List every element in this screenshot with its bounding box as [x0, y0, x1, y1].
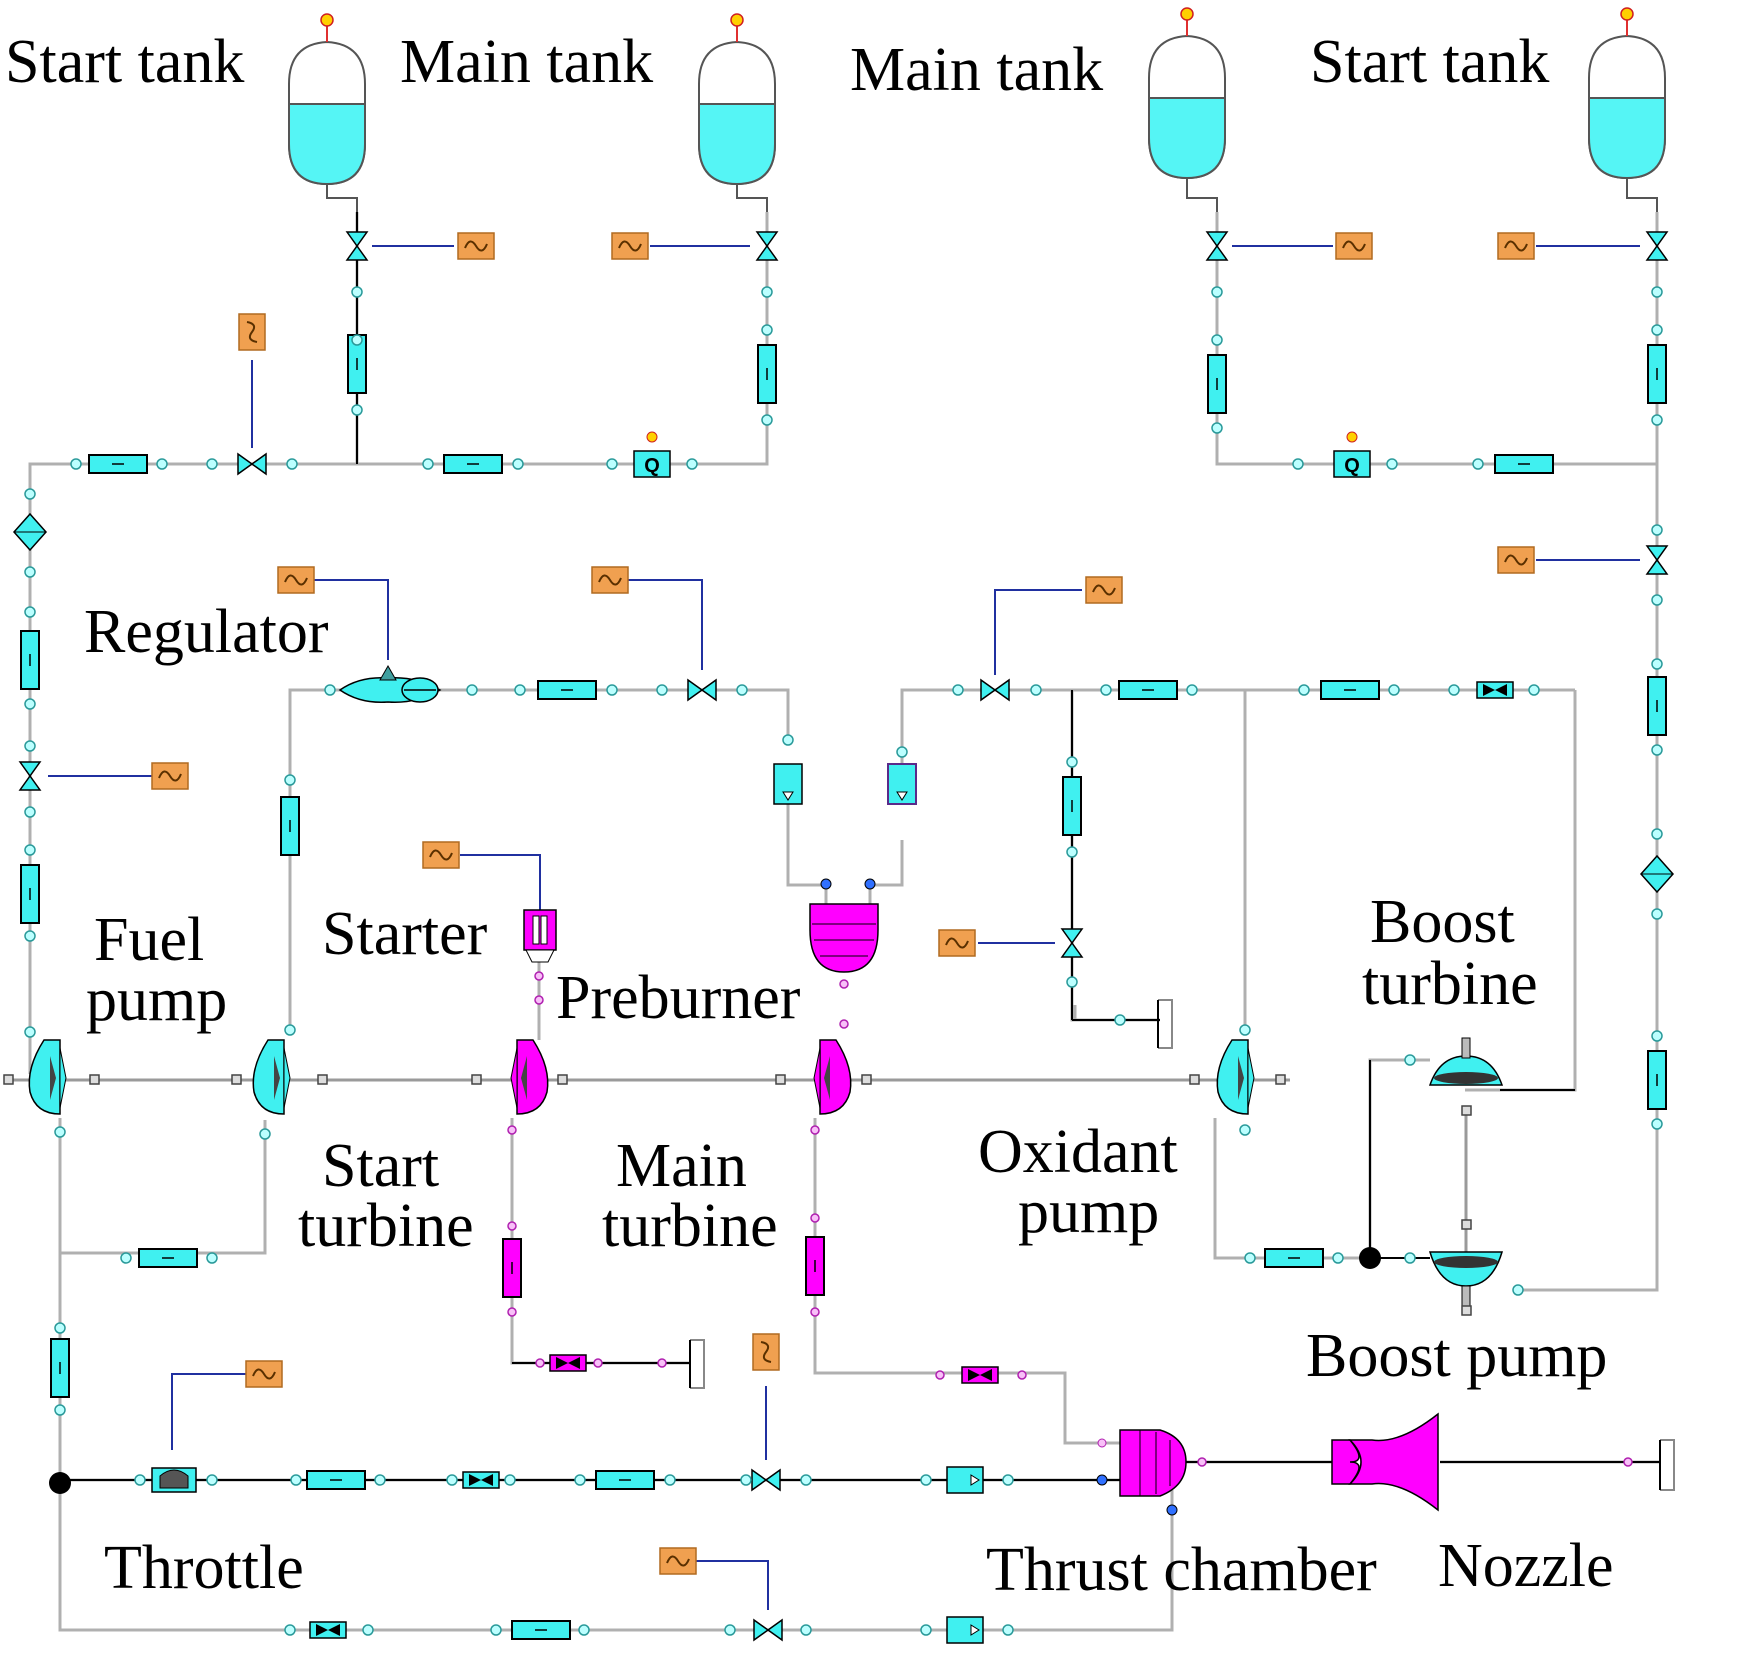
flow-meter-icon: Q	[633, 431, 671, 478]
main-tank-right	[1148, 7, 1226, 179]
label-preburner: Preburner	[556, 964, 801, 1032]
fuel-pump-icon[interactable]	[28, 1039, 67, 1115]
throttle-icon[interactable]	[151, 1467, 197, 1493]
terminal-icon	[689, 999, 1675, 1491]
valve-icon[interactable]	[756, 231, 778, 261]
label-regulator: Regulator	[84, 598, 329, 666]
label-thrust-chamber: Thrust chamber	[986, 1536, 1377, 1604]
valve-icon[interactable]	[1206, 231, 1228, 261]
nozzle-icon[interactable]	[1331, 1412, 1439, 1512]
diagram-labels: Start tank Main tank Main tank Start tan…	[5, 28, 1614, 1604]
start-tank-left	[288, 13, 366, 185]
valve-icon[interactable]	[751, 1469, 781, 1491]
signal-source-icon	[938, 929, 976, 957]
filter-icon	[13, 513, 1674, 893]
label-start-tank-left: Start tank	[5, 28, 244, 96]
label-start-turbine-line1: Start	[322, 1132, 439, 1200]
valve-icon[interactable]	[1061, 928, 1083, 958]
flow-meter-icon: Q	[1333, 431, 1371, 478]
dark-lines	[30, 212, 1660, 1481]
label-fuel-pump-line1: Fuel	[94, 906, 204, 974]
orifice-icon	[309, 681, 1514, 1639]
signal-source-icon	[611, 232, 649, 260]
signal-source-icon	[591, 566, 629, 594]
signal-source-icon	[245, 1360, 283, 1388]
label-starter: Starter	[322, 900, 488, 968]
check-valve-icon	[773, 763, 984, 1644]
main-turbine-icon[interactable]	[813, 1039, 852, 1115]
label-nozzle: Nozzle	[1438, 1532, 1614, 1600]
valve-icon[interactable]	[346, 231, 368, 261]
signal-source-icon	[422, 841, 460, 869]
ramp-source-icon	[238, 313, 266, 351]
label-throttle: Throttle	[104, 1534, 304, 1602]
signal-source-icon	[1497, 232, 1535, 260]
label-boost-turbine-line1: Boost	[1370, 888, 1515, 956]
valve-icon[interactable]	[1646, 231, 1668, 261]
valve-icon[interactable]	[1646, 545, 1668, 575]
ramp-source-icon	[752, 1333, 780, 1371]
signal-source-icon	[1335, 232, 1373, 260]
svg-text:Q: Q	[644, 455, 660, 477]
starter-icon[interactable]	[523, 909, 557, 963]
label-main-turbine-line2: turbine	[602, 1192, 778, 1260]
valve-icon[interactable]	[980, 679, 1010, 701]
label-start-tank-right: Start tank	[1310, 28, 1549, 96]
label-oxidant-pump-line2: pump	[1018, 1178, 1159, 1246]
label-fuel-pump-line2: pump	[86, 966, 227, 1034]
valve-icon[interactable]	[19, 761, 41, 791]
label-main-turbine-line1: Main	[616, 1132, 747, 1200]
signal-source-icon	[151, 762, 189, 790]
signal-source-icon	[659, 1547, 697, 1575]
start-tank-right	[1588, 7, 1666, 179]
signal-lines	[48, 245, 1640, 1610]
signal-source-icon	[277, 566, 315, 594]
valve-icon[interactable]	[753, 1619, 783, 1641]
main-tank-left	[698, 13, 776, 185]
oxidant-pump-icon[interactable]	[1216, 1039, 1255, 1115]
shaft-caps	[3, 1074, 1472, 1316]
label-start-turbine-line2: turbine	[298, 1192, 474, 1260]
signal-source-icon	[1085, 576, 1123, 604]
label-boost-pump: Boost pump	[1306, 1322, 1607, 1390]
junction-node	[49, 1247, 1381, 1494]
preburner-icon[interactable]	[809, 878, 879, 973]
boost-pump-icon[interactable]	[1428, 1251, 1504, 1311]
label-main-tank-left: Main tank	[400, 28, 653, 96]
valve-icon[interactable]	[237, 453, 267, 475]
start-turbine-icon[interactable]	[510, 1039, 549, 1115]
fuel-pump-stage-icon[interactable]	[252, 1039, 291, 1115]
signal-source-icon	[457, 232, 495, 260]
svg-text:Q: Q	[1344, 455, 1360, 477]
thrust-chamber-icon[interactable]	[1096, 1429, 1187, 1516]
label-main-tank-right: Main tank	[850, 36, 1103, 104]
valve-icon[interactable]	[687, 679, 717, 701]
label-oxidant-pump-line1: Oxidant	[978, 1118, 1178, 1186]
label-boost-turbine-line2: turbine	[1362, 950, 1538, 1018]
boost-turbine-icon[interactable]	[1428, 1037, 1504, 1086]
signal-source-icon	[1497, 546, 1535, 574]
regulator-icon[interactable]	[338, 664, 442, 703]
